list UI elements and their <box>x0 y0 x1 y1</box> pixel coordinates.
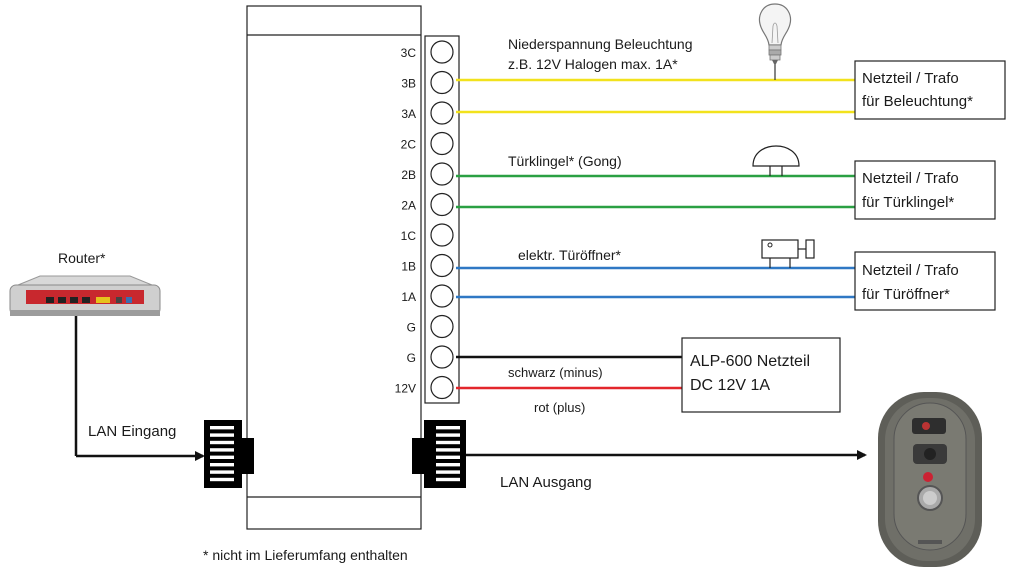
opener-label: elektr. Türöffner* <box>518 247 622 263</box>
doorbell-psu-box <box>854 160 996 220</box>
router-icon <box>9 275 161 316</box>
lan-contact <box>210 477 234 482</box>
terminal-label: 1A <box>401 290 416 304</box>
terminal-label: 3A <box>401 107 416 121</box>
terminal-label: 1C <box>401 229 417 243</box>
terminal-screw <box>430 40 454 64</box>
lan-contact <box>436 463 460 467</box>
terminal-label: 3B <box>401 77 416 91</box>
lan-out-port <box>412 420 466 488</box>
alp600-psu-box <box>681 337 841 413</box>
footnote: * nicht im Lieferumfang enthalten <box>203 547 408 563</box>
light-bulb-icon <box>758 3 792 64</box>
terminal-screw <box>430 162 454 186</box>
opener-circuit: elektr. Türöffner* Netzteil / Trafo für … <box>456 239 996 311</box>
control-unit <box>246 5 460 530</box>
terminal-screw <box>430 223 454 247</box>
lighting-psu-box <box>854 60 1006 120</box>
terminal-label: 2A <box>401 199 416 213</box>
plus-label: rot (plus) <box>534 400 585 415</box>
opener-psu-line2: für Türöffner* <box>862 286 950 303</box>
alp600-psu-line1: ALP-600 Netzteil <box>690 353 810 370</box>
terminal-screw <box>430 192 454 217</box>
power-circuit: schwarz (minus) rot (plus) ALP-600 Netzt… <box>456 337 841 415</box>
door-opener-icon <box>761 239 815 268</box>
lan-out-label: LAN Ausgang <box>500 474 592 491</box>
terminal-label: 1B <box>401 260 416 274</box>
lan-contact <box>436 470 460 474</box>
lighting-label-line2: z.B. 12V Halogen max. 1A* <box>508 56 678 72</box>
terminal-screw <box>430 345 454 369</box>
opener-psu-line1: Netzteil / Trafo <box>862 262 959 279</box>
minus-label: schwarz (minus) <box>508 365 603 380</box>
door-station-camera-icon <box>878 392 982 567</box>
terminal-label: G <box>407 321 416 335</box>
terminal-screw <box>430 253 454 278</box>
terminal-screw <box>430 70 454 95</box>
lan-contact <box>210 455 234 459</box>
terminal-label: G <box>407 351 416 365</box>
lighting-psu-line2: für Beleuchtung* <box>862 93 973 110</box>
lan-contact <box>210 440 234 445</box>
lan-contact <box>210 448 234 452</box>
lan-contact <box>210 470 234 474</box>
lan-contact <box>436 426 460 430</box>
lan-contact <box>210 426 234 430</box>
opener-psu-box <box>854 251 996 311</box>
lighting-label-line1: Niederspannung Beleuchtung <box>508 36 692 52</box>
router-label: Router* <box>58 250 106 266</box>
lan-contact <box>210 463 234 467</box>
terminal-label: 2B <box>401 168 416 182</box>
router: Router* LAN Eingang <box>9 250 205 461</box>
lan-contact <box>436 448 460 452</box>
gong-icon <box>752 145 800 176</box>
terminal-label: 2C <box>401 138 417 152</box>
lan-in-label: LAN Eingang <box>88 423 176 440</box>
doorbell-psu-line1: Netzteil / Trafo <box>862 170 959 187</box>
doorbell-label: Türklingel* (Gong) <box>508 153 622 169</box>
terminal-block <box>424 35 460 404</box>
lan-in-port <box>204 420 254 488</box>
terminal-screw <box>430 314 454 339</box>
lan-contact <box>436 433 460 437</box>
terminal-screw <box>430 284 454 308</box>
terminal-list: 3C 3B 3A 2C 2B 2A 1C 1B 1A G G 12V <box>395 40 454 400</box>
terminal-screw <box>430 375 454 400</box>
lan-contact <box>210 433 234 437</box>
lan-contact <box>436 440 460 445</box>
lighting-psu-line1: Netzteil / Trafo <box>862 70 959 87</box>
terminal-label: 12V <box>395 382 416 396</box>
terminal-screw <box>430 131 454 156</box>
alp600-psu-line2: DC 12V 1A <box>690 377 770 394</box>
lan-contact <box>436 477 460 482</box>
doorbell-psu-line2: für Türklingel* <box>862 194 954 211</box>
lighting-circuit: Niederspannung Beleuchtung z.B. 12V Halo… <box>456 3 1006 120</box>
terminal-label: 3C <box>401 46 417 60</box>
terminal-screw <box>430 101 454 125</box>
doorbell-circuit: Türklingel* (Gong) Netzteil / Trafo für … <box>456 145 996 220</box>
lan-contact <box>436 455 460 459</box>
